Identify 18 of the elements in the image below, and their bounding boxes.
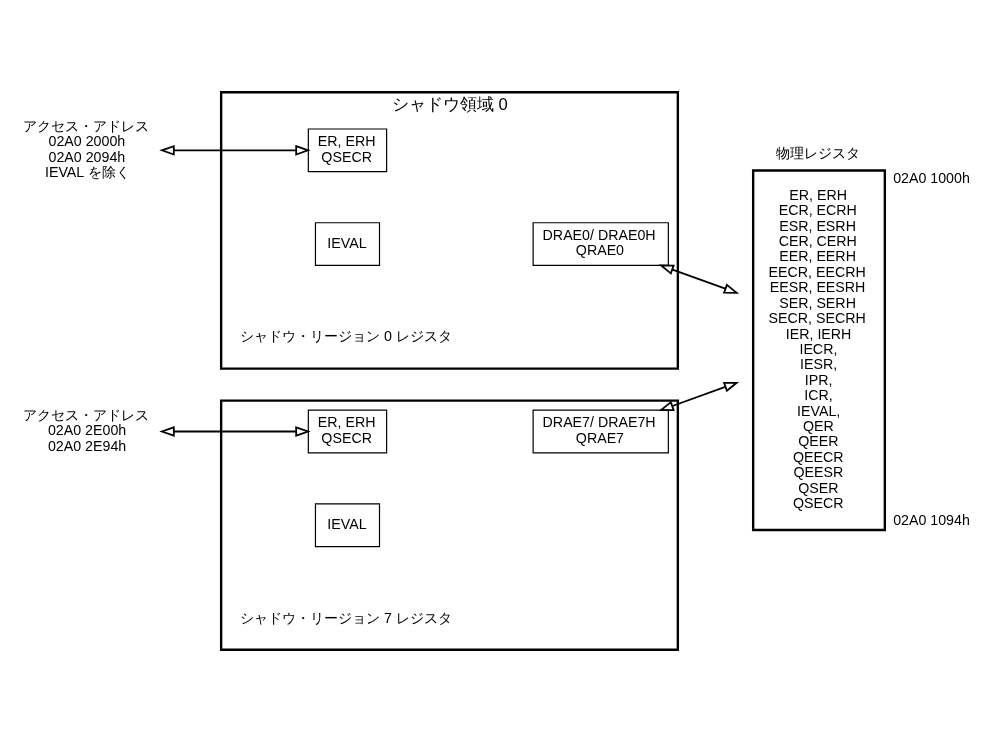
arrow xyxy=(159,144,311,156)
node-box: DRAE7/ DRAE7H QRAE7 xyxy=(532,409,669,453)
arrow xyxy=(658,264,740,294)
node-box: ER, ERH QSECR xyxy=(307,127,388,172)
node-box: ER, ERH ECR, ECRH ESR, ESRH CER, CERH EER, EERH EECR, EECRH EESR, EESRH SER, SERH SECR, SECRH IER, IERH IECR, IESR, IPR, ICR, IEVAL, QER QEER QEECR QEESR QSER QSECR xyxy=(752,168,887,531)
node-text: アクセス・アドレス 02A0 2000h 02A0 2094h IEVAL を除く xyxy=(23,117,150,180)
node-label: シャドウ・リージョン 0 レジスタ xyxy=(240,327,452,344)
node-label: 02A0 1000h xyxy=(893,169,970,186)
arrow xyxy=(159,425,311,437)
node-box: IEVAL xyxy=(314,221,381,266)
node-label: 02A0 1094h xyxy=(893,511,970,528)
node-label: シャドウ・リージョン 7 レジスタ xyxy=(240,609,452,626)
node-label: 物理レジスタ xyxy=(775,144,860,161)
node-text: アクセス・アドレス 02A0 2E00h 02A0 2E94h xyxy=(23,406,150,454)
arrow xyxy=(658,381,740,411)
node-box: ER, ERH QSECR xyxy=(307,409,388,453)
node-box: DRAE0/ DRAE0H QRAE0 xyxy=(532,221,669,266)
node-box: IEVAL xyxy=(314,502,381,547)
